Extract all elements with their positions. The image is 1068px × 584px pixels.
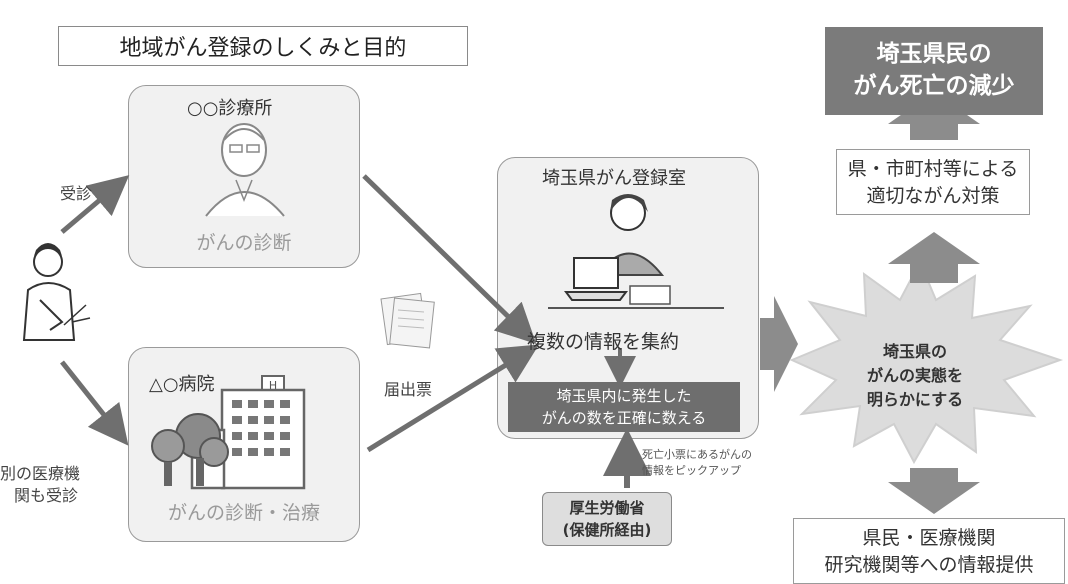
diagram-title: 地域がん登録のしくみと目的 [58, 26, 468, 66]
visit-arrow [60, 175, 130, 234]
ministry-line-1: 厚生労働省 [569, 499, 645, 517]
hospital-building-icon: H [151, 375, 306, 490]
info-line-1: 県民・医療機関 [862, 527, 996, 549]
burst-line-2: がんの実態を [866, 366, 963, 385]
burst-line-3: 明らかにする [866, 390, 964, 409]
clinic-report-arrow [362, 174, 537, 344]
info-line-2: 研究機関等への情報提供 [824, 554, 1034, 576]
goal-line-2: がん死亡の減少 [853, 73, 1015, 99]
hospital-name: △○病院 [149, 374, 215, 395]
hospital-report-arrow [366, 344, 540, 453]
burst-to-info-arrow [888, 468, 980, 514]
measures-to-goal-arrow [888, 92, 980, 140]
other-visit-arrow [60, 360, 129, 446]
burst-text: 埼玉県の がんの実態を 明らかにする [850, 340, 980, 412]
goal-line-1: 埼玉県民の [876, 41, 992, 67]
other-visit-label-1: 別の医療機 [0, 464, 81, 483]
pickup-note: 死亡小票にあるがんの 情報をピックアップ [642, 447, 752, 479]
registry-to-burst-arrow [760, 296, 798, 392]
notification-form-icon [380, 292, 435, 349]
ministry-line-2: (保健所経由) [562, 521, 652, 539]
count-line-2: がんの数を正確に数える [541, 409, 707, 427]
measures-box: 県・市町村等による 適切ながん対策 [836, 149, 1030, 215]
hospital-sign: H [269, 379, 277, 392]
info-box: 県民・医療機関 研究機関等への情報提供 [793, 518, 1065, 584]
pickup-line-2: 情報をピックアップ [642, 464, 741, 477]
hospital-caption: がんの診断・治療 [167, 502, 320, 524]
aggregate-text: 複数の情報を集約 [527, 331, 680, 353]
burst-to-measures-arrow [888, 232, 980, 283]
clinic-name: ○○診療所 [187, 98, 273, 119]
patient-icon [22, 243, 91, 341]
measures-line-1: 県・市町村等による [847, 158, 1019, 180]
pickup-line-1: 死亡小票にあるがんの [642, 448, 752, 461]
form-label: 届出票 [384, 380, 433, 399]
count-box: 埼玉県内に発生した がんの数を正確に数える [508, 382, 740, 432]
goal-box: 埼玉県民の がん死亡の減少 [825, 27, 1043, 115]
visit-label: 受診 [60, 184, 93, 203]
ministry-box: 厚生労働省 (保健所経由) [542, 492, 672, 546]
measures-line-2: 適切ながん対策 [866, 185, 1000, 207]
burst-shape [789, 259, 1064, 465]
clinic-caption: がんの診断 [196, 232, 292, 254]
other-visit-label-2: 関も受診 [14, 486, 79, 505]
count-line-1: 埼玉県内に発生した [556, 387, 692, 405]
doctor-icon [205, 123, 285, 217]
burst-line-1: 埼玉県の [882, 342, 947, 361]
registry-name: 埼玉県がん登録室 [542, 168, 686, 189]
registry-staff-icon [548, 194, 724, 309]
